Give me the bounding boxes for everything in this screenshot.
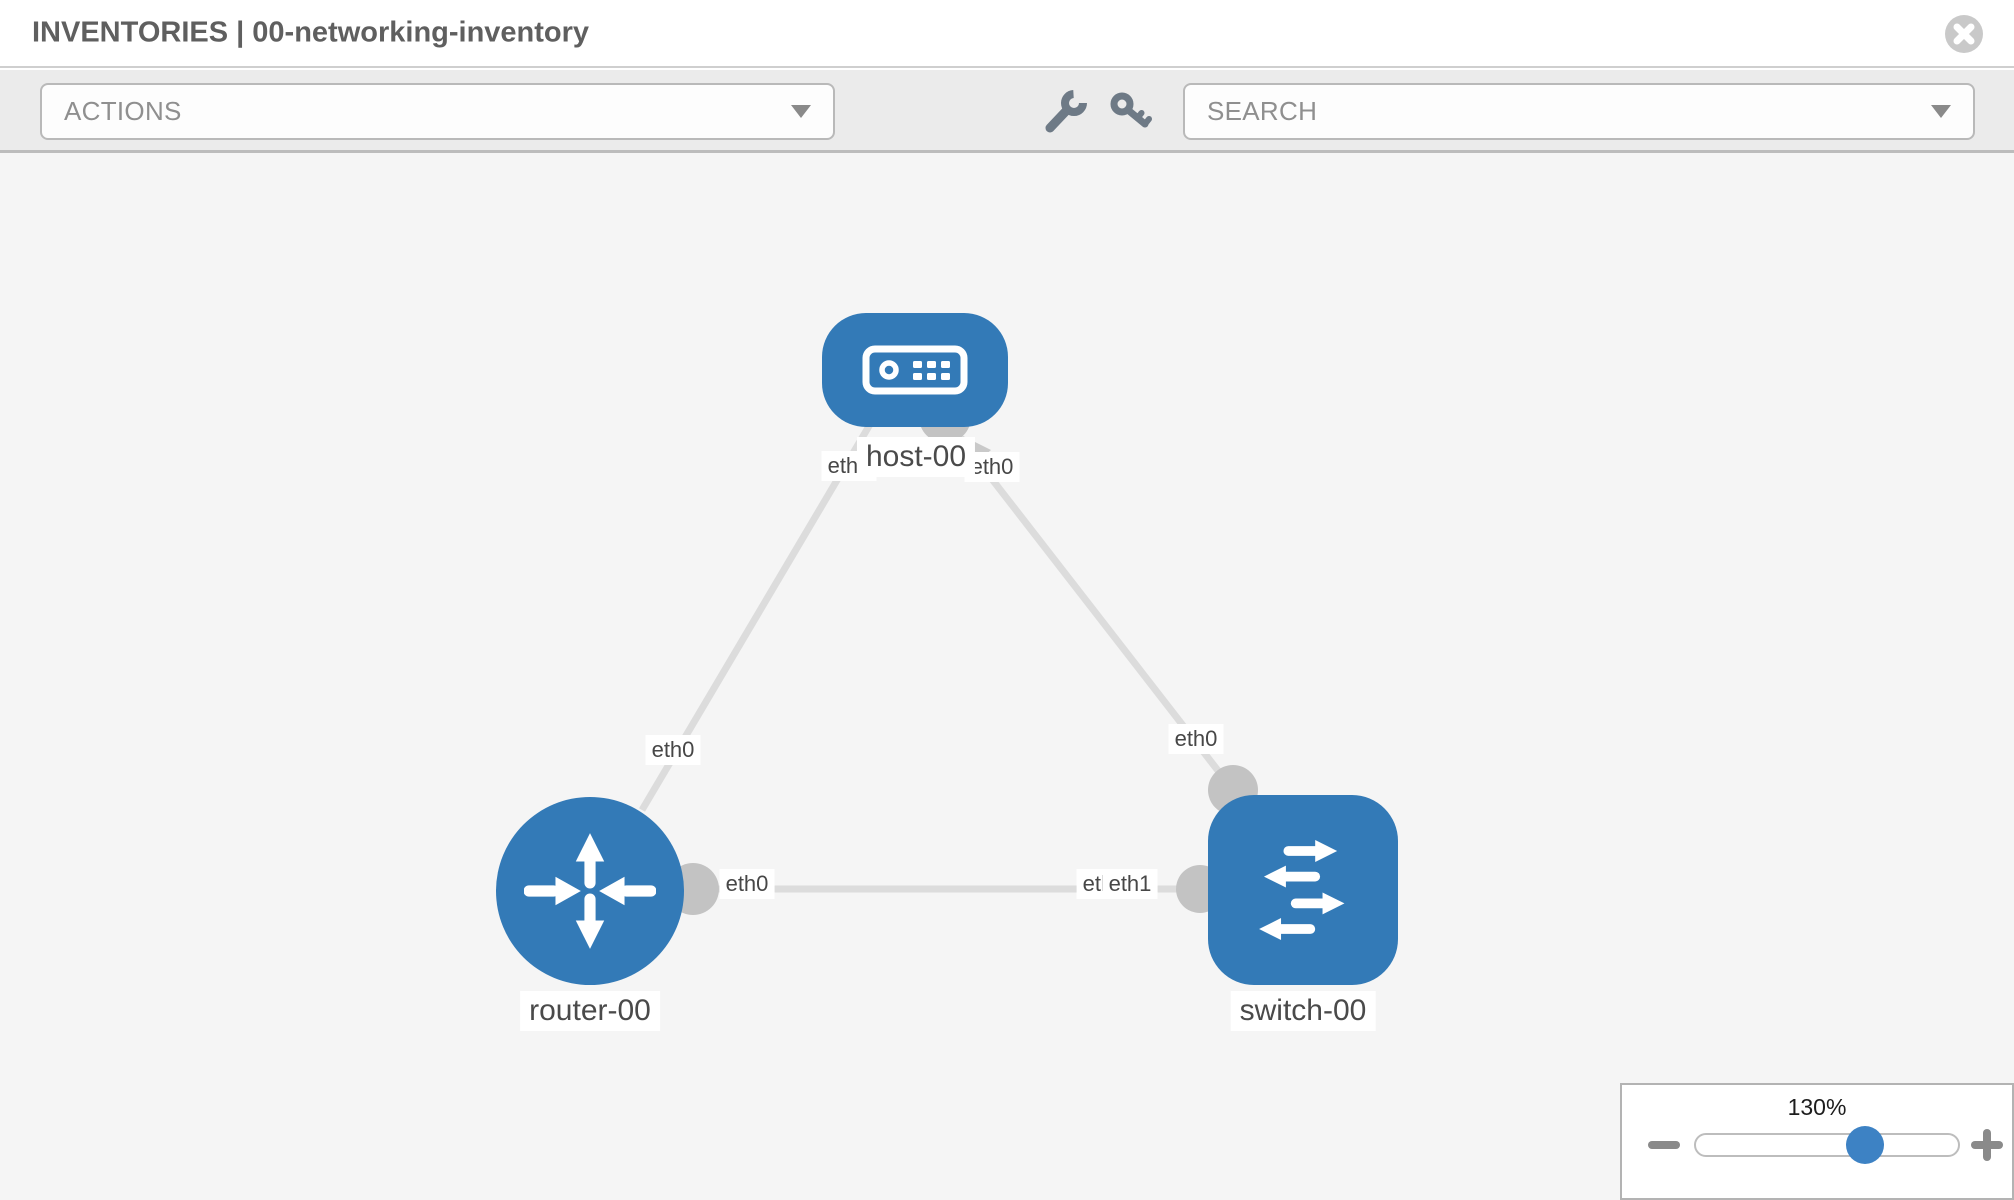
toolbar: ACTIONS SEARCH bbox=[0, 70, 2014, 153]
search-dropdown-label: SEARCH bbox=[1207, 96, 1318, 126]
wrench-button[interactable] bbox=[1041, 88, 1091, 138]
interface-label: eth0 bbox=[1168, 724, 1224, 754]
topology-links-layer bbox=[638, 391, 1258, 915]
topology-canvas[interactable]: host-00 router-00 switch-00 eth0 eth0 et… bbox=[0, 153, 2014, 1200]
node-switch-00[interactable] bbox=[1208, 795, 1398, 985]
header: INVENTORIES | 00-networking-inventory bbox=[0, 0, 2014, 68]
router-icon bbox=[524, 833, 656, 949]
host-device-icon bbox=[862, 345, 968, 395]
node-host-00[interactable] bbox=[822, 313, 1008, 427]
interface-label: eth1 bbox=[1102, 869, 1158, 899]
interface-label: eth0 bbox=[719, 869, 775, 899]
switch-icon bbox=[1259, 839, 1345, 941]
wrench-icon bbox=[1045, 90, 1087, 133]
zoom-out-button[interactable] bbox=[1647, 1128, 1681, 1162]
key-icon bbox=[1110, 92, 1152, 128]
zoom-slider-knob[interactable] bbox=[1846, 1126, 1884, 1164]
zoom-level-label: 130% bbox=[1787, 1094, 1847, 1120]
interface-label: eth0 bbox=[645, 735, 701, 765]
caret-down-icon bbox=[791, 105, 811, 118]
search-dropdown[interactable]: SEARCH bbox=[1183, 83, 1975, 140]
actions-dropdown-label: ACTIONS bbox=[64, 96, 182, 126]
node-label-router: router-00 bbox=[520, 991, 660, 1031]
zoom-in-button[interactable] bbox=[1970, 1128, 2004, 1162]
zoom-panel: 130% bbox=[1620, 1083, 2014, 1200]
node-label-host: host-00 bbox=[856, 437, 976, 477]
minus-icon bbox=[1648, 1141, 1680, 1149]
caret-down-icon bbox=[1931, 105, 1951, 118]
node-router-00[interactable] bbox=[496, 797, 684, 985]
plus-icon bbox=[1983, 1129, 1991, 1161]
zoom-slider-track[interactable] bbox=[1694, 1133, 1960, 1157]
times-circle-icon bbox=[1945, 15, 1983, 53]
close-button[interactable] bbox=[1944, 14, 1984, 54]
actions-dropdown[interactable]: ACTIONS bbox=[40, 83, 835, 140]
page-title: INVENTORIES | 00-networking-inventory bbox=[32, 16, 590, 49]
node-label-switch: switch-00 bbox=[1230, 991, 1376, 1031]
key-button[interactable] bbox=[1106, 88, 1156, 138]
